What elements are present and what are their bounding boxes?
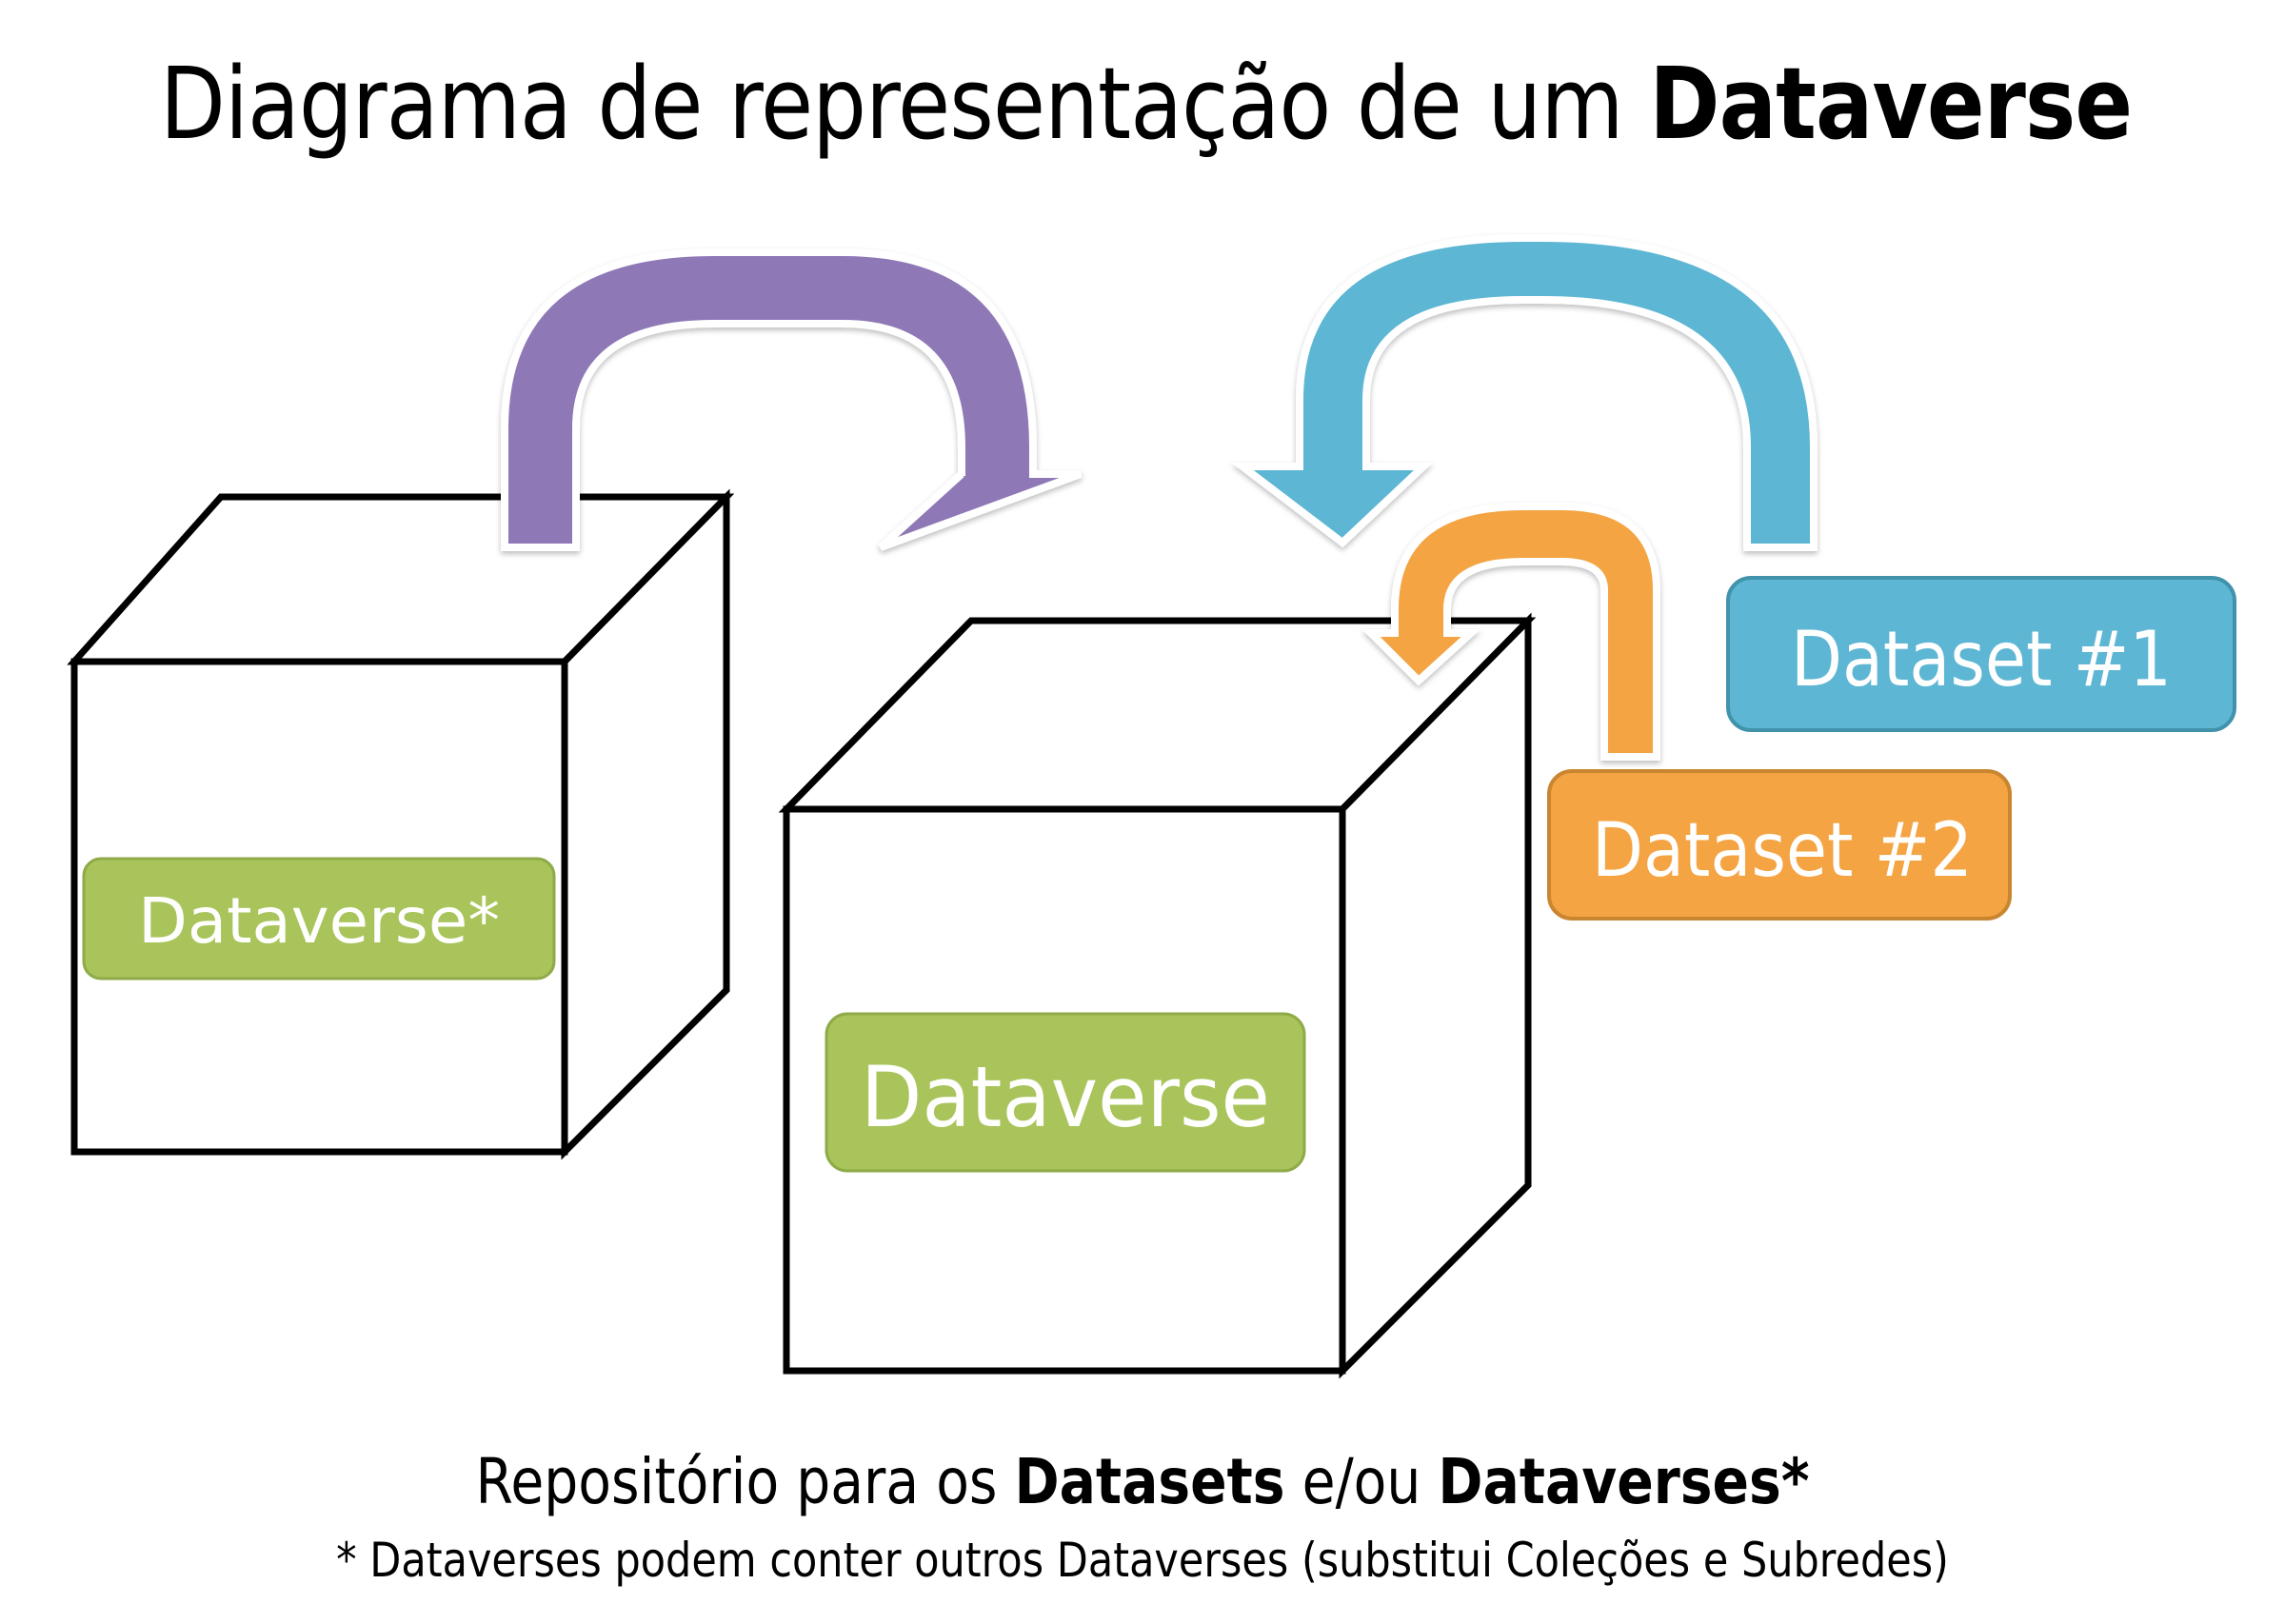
dataset-2-node[interactable]: Dataset #2 [1547, 769, 2012, 921]
blue-arrow-body [1231, 234, 1818, 551]
orange-arrow-body [1361, 503, 1660, 761]
main-dataverse-label: Dataverse [861, 1048, 1270, 1146]
caption-part3: e/ou [1284, 1445, 1439, 1518]
title-bold: Dataverse [1649, 46, 2133, 162]
parent-dataverse-node[interactable]: Dataverse* [82, 857, 556, 980]
dataset-2-label-box[interactable] [1547, 769, 2012, 921]
main-dataverse-node[interactable]: Dataverse [825, 1012, 1306, 1173]
main-dataverse-label-box[interactable] [825, 1012, 1306, 1173]
main-dataverse-cube [778, 612, 1537, 1379]
caption-footnote: * Dataverses podem conter outros Dataver… [336, 1533, 1949, 1588]
purple-curved-arrow [501, 248, 1083, 551]
dataset-2-label: Dataset #2 [1592, 808, 1973, 894]
caption-dataverses: Dataverses* [1438, 1445, 1810, 1518]
title-regular: Diagrama de representação de um [160, 46, 1650, 162]
purple-arrow-body [501, 248, 1083, 551]
parent-dataverse-cube [67, 488, 735, 1160]
orange-curved-arrow [1361, 503, 1660, 761]
dataset-1-node[interactable]: Dataset #1 [1726, 576, 2236, 732]
dataset-1-label-box[interactable] [1726, 576, 2236, 732]
dataset-1-label: Dataset #1 [1791, 615, 2172, 703]
blue-curved-arrow [1231, 234, 1818, 551]
page-title: Diagrama de representação de um Datavers… [160, 46, 2133, 162]
caption-main: Repositório para os Datasets e/ou Datave… [160, 1445, 2125, 1518]
parent-dataverse-label-box[interactable] [82, 857, 556, 980]
caption-datasets: Datasets [1014, 1445, 1285, 1518]
parent-dataverse-label: Dataverse* [138, 884, 500, 958]
caption-part1: Repositório para os [475, 1445, 1015, 1518]
